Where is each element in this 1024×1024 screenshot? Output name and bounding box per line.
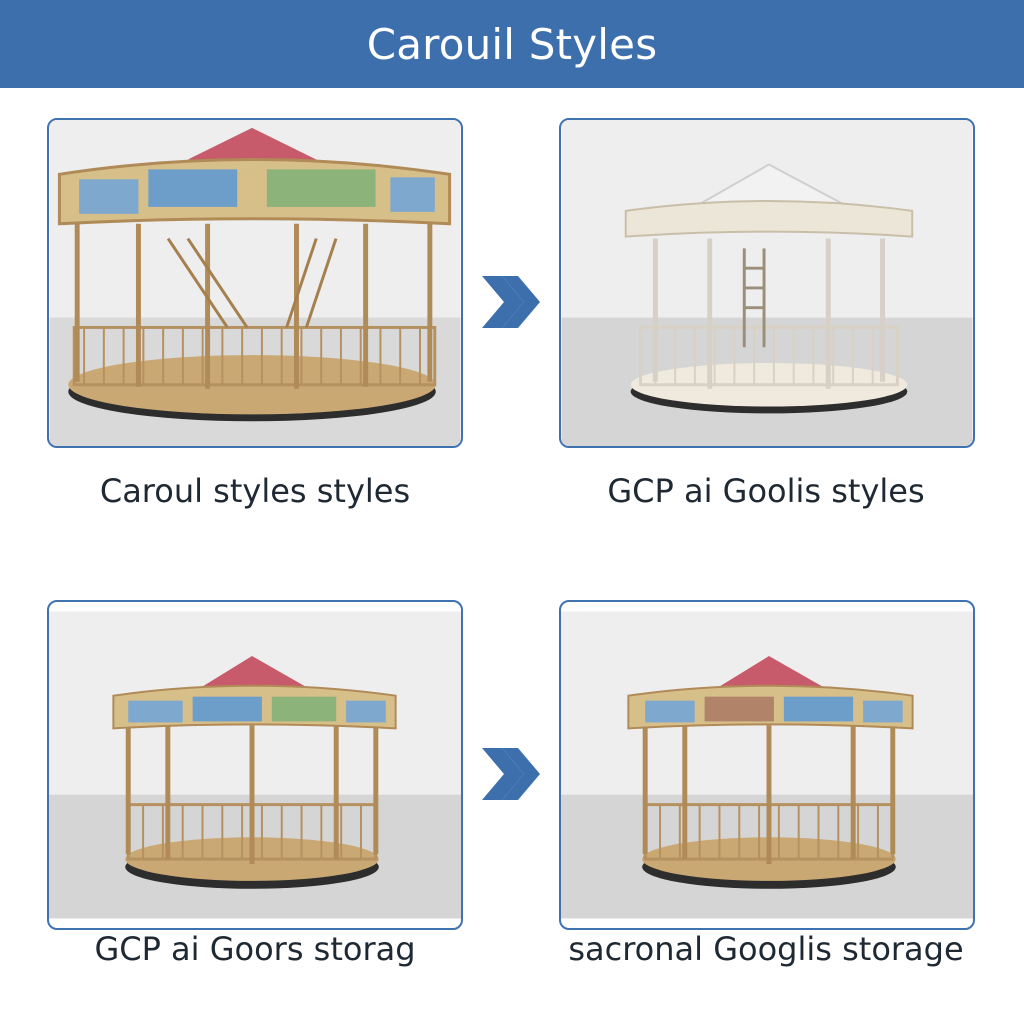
- caption-4: sacronal Googlis storage: [568, 930, 964, 968]
- carousel-image-2[interactable]: [559, 118, 975, 448]
- caption-3: GCP ai Goors storag: [94, 930, 416, 968]
- carousel-image-3[interactable]: [47, 600, 463, 930]
- carousel-image-4[interactable]: [559, 600, 975, 930]
- double-chevron-right-icon: [480, 742, 544, 806]
- caption-1: Caroul styles styles: [99, 472, 411, 510]
- double-chevron-right-icon: [480, 270, 544, 334]
- caption-2: GCP ai Goolis styles: [607, 472, 925, 510]
- page-title: Carouil Styles: [366, 19, 658, 69]
- carousel-image-1[interactable]: [47, 118, 463, 448]
- header-bar: Carouil Styles: [0, 0, 1024, 88]
